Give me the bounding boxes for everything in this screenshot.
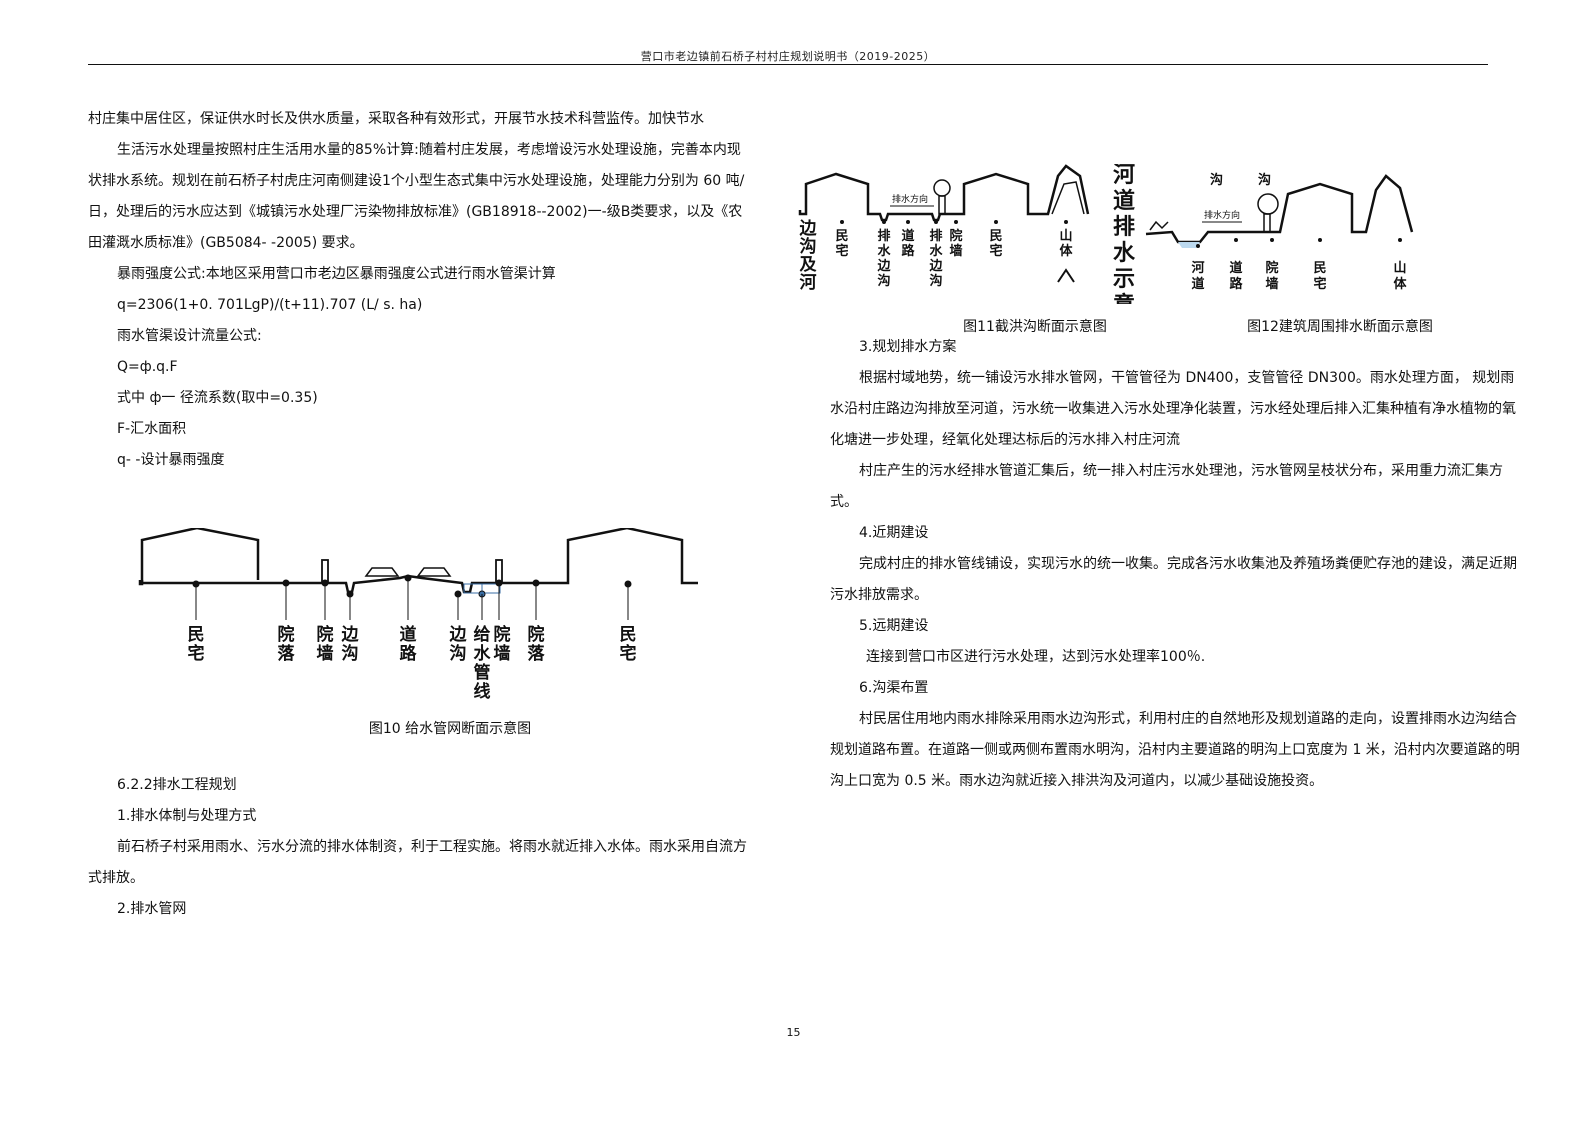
section-label: 边沟 — [449, 625, 468, 664]
figure-11-caption: 图11截洪沟断面示意图 — [963, 319, 1107, 335]
section-label: 河道排水示意 — [1113, 164, 1136, 304]
fig12-flow-label: 排水方向 — [1204, 209, 1240, 221]
fig12-markers — [1196, 238, 1402, 248]
paragraph: 完成村庄的排水管线铺设，实现污水的统一收集。完成各污水收集池及养殖场粪便贮存池的… — [830, 556, 1517, 603]
fig12-trees — [1149, 193, 1279, 233]
paragraph: 2.排水管网 — [117, 901, 187, 917]
document-header: 营口市老边镇前石桥子村村庄规划说明书（2019-2025） — [640, 50, 936, 63]
section-label: 给水管线 — [474, 624, 492, 702]
fig12-top-label-1: 沟 — [1210, 172, 1223, 188]
paragraph: 6.2.2排水工程规划 — [117, 777, 237, 793]
section-label: 道路 — [901, 228, 915, 259]
fig10-markers — [192, 574, 632, 620]
section-label: 边沟 — [341, 625, 360, 664]
section-label: 院墙 — [317, 624, 334, 664]
section-label: 民宅 — [620, 625, 637, 664]
left-column-text-2: 6.2.2排水工程规划 1.排水体制与处理方式前石桥子村采用雨水、污水分流的排水体… — [88, 770, 750, 925]
paragraph: 村庄集中居住区，保证供水时长及供水质量，采取各种有效形式，开展节水技术科营监传。… — [88, 111, 704, 127]
section-label: 民宅 — [188, 625, 205, 664]
figure-12-caption: 图12建筑周围排水断面示意图 — [1247, 319, 1433, 335]
paragraph: 1.排水体制与处理方式 — [117, 808, 257, 824]
paragraph: 3.规划排水方案 — [859, 339, 957, 355]
section-label: 院墙 — [494, 624, 511, 664]
header-rule — [88, 64, 1488, 65]
paragraph: 连接到营口市区进行污水处理，达到污水处理率100％. — [866, 649, 1206, 665]
figure-10-caption: 图10 给水管网断面示意图 — [368, 721, 532, 737]
section-label: 道路 — [1229, 260, 1243, 292]
section-label: 排水边沟 — [928, 228, 943, 289]
section-label: 山体 — [1393, 260, 1407, 292]
paragraph: 生活污水处理量按照村庄生活用水量的85%计算:随着村庄发展，考虑增设污水处理设施… — [88, 142, 745, 251]
left-column-text: 村庄集中居住区，保证供水时长及供水质量，采取各种有效形式，开展节水技术科营监传。… — [88, 104, 750, 476]
paragraph: 式中 ф一 径流系数(取中=0.35) — [117, 390, 318, 406]
section-label: 边沟及河 — [799, 219, 818, 293]
fig12-top-label-2: 沟 — [1258, 172, 1271, 188]
fig12-title: 河道排水示意 — [1113, 164, 1136, 304]
paragraph: 4.近期建设 — [859, 525, 929, 541]
fig11-side-label: 边沟及河 — [799, 219, 818, 293]
section-label: 民宅 — [1313, 261, 1326, 292]
paragraph: 暴雨强度公式:本地区采用营口市老边区暴雨强度公式进行雨水管渠计算 — [117, 266, 556, 282]
paragraph: 6.沟渠布置 — [859, 680, 929, 696]
section-label: 院墙 — [949, 228, 962, 259]
paragraph: 5.远期建设 — [859, 618, 929, 634]
fig12-outline — [1145, 174, 1414, 244]
page-number: 15 — [786, 1026, 801, 1039]
paragraph: 前石桥子村采用雨水、污水分流的排水体制资，利于工程实施。将雨水就近排入水体。雨水… — [88, 839, 747, 886]
section-label: 山体 — [1059, 228, 1073, 259]
fig10-walls — [321, 559, 503, 584]
paragraph: 雨水管渠设计流量公式: — [117, 328, 262, 344]
fig11-outline — [798, 164, 1090, 222]
fig11-mountain-mark — [1057, 268, 1075, 283]
paragraph: q=2306(1+0. 701LgP)/(t+11).707 (L/ s. ha… — [117, 297, 423, 313]
fig11-markers — [840, 220, 1068, 224]
paragraph: q- -设计暴雨强度 — [117, 452, 225, 468]
paragraph: Q=ф.q.F — [117, 359, 178, 375]
fig10-cars — [364, 567, 452, 577]
section-label: 院墙 — [1265, 260, 1278, 292]
section-label: 排水边沟 — [876, 228, 891, 289]
fig11-tree-mountain — [933, 179, 1085, 215]
paragraph: 村庄产生的污水经排水管道汇集后，统一排入村庄污水处理池，污水管网呈枝状分布，采用… — [830, 463, 1503, 510]
paragraph: 根据村域地势，统一铺设污水排水管网，干管管径为 DN400，支管管径 DN300… — [830, 370, 1516, 448]
fig11-flow-label: 排水方向 — [892, 193, 928, 205]
section-label: 民宅 — [835, 229, 848, 259]
paragraph: 村民居住用地内雨水排除采用雨水边沟形式，利用村庄的自然地形及规划道路的走向，设置… — [830, 711, 1520, 789]
right-column-text: 3.规划排水方案根据村域地势，统一铺设污水排水管网，干管管径为 DN400，支管… — [830, 332, 1522, 797]
paragraph: F-汇水面积 — [117, 421, 187, 437]
section-label: 院落 — [528, 624, 546, 664]
section-label: 院落 — [278, 624, 296, 664]
fig10-outline — [138, 528, 698, 594]
section-label: 道路 — [400, 624, 418, 664]
section-label: 民宅 — [989, 229, 1002, 259]
fig12-water — [1178, 242, 1200, 248]
section-label: 河道 — [1191, 260, 1204, 292]
